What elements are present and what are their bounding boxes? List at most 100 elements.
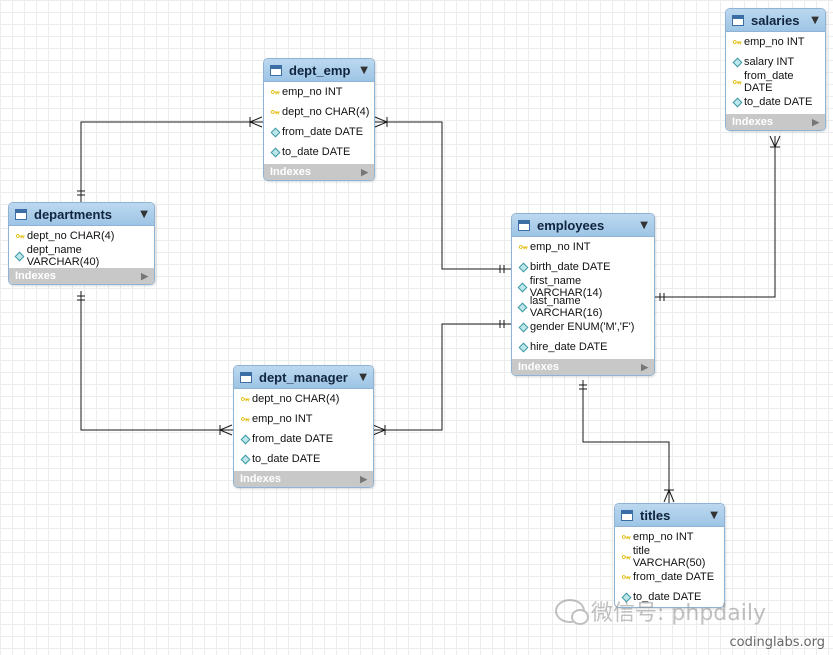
column-label: dept_no CHAR(4)	[252, 393, 340, 405]
indexes-label: Indexes	[270, 166, 311, 178]
key-icon: ⚷	[14, 231, 26, 241]
column-row: ⚷dept_no CHAR(4)	[264, 102, 374, 122]
column-row: to_date DATE	[234, 449, 373, 469]
table-icon	[518, 219, 530, 231]
triangle-right-icon[interactable]: ▶	[812, 116, 819, 127]
indexes-bar[interactable]: Indexes ▶	[9, 268, 154, 284]
triangle-right-icon[interactable]: ▶	[141, 270, 148, 281]
many-marker	[372, 424, 386, 436]
table-dept-manager[interactable]: dept_manager ▼ ⚷dept_no CHAR(4) ⚷emp_no …	[233, 365, 374, 488]
table-header[interactable]: salaries ▼	[726, 9, 825, 32]
triangle-down-icon[interactable]: ▼	[640, 219, 648, 231]
key-icon: ⚷	[239, 414, 251, 424]
edge-departments-dept_emp	[80, 121, 263, 203]
diamond-icon	[732, 57, 742, 67]
table-header[interactable]: dept_manager ▼	[234, 366, 373, 389]
triangle-down-icon[interactable]: ▼	[359, 371, 367, 383]
column-label: emp_no INT	[744, 36, 805, 48]
table-icon	[621, 509, 633, 521]
key-icon: ⚷	[269, 87, 281, 97]
indexes-label: Indexes	[732, 116, 773, 128]
column-row: birth_date DATE	[512, 257, 654, 277]
column-row: ⚷emp_no INT	[264, 82, 374, 102]
column-label: from_date DATE	[633, 571, 715, 583]
column-label: emp_no INT	[282, 86, 343, 98]
indexes-label: Indexes	[15, 270, 56, 282]
key-icon: ⚷	[731, 37, 743, 47]
table-salaries[interactable]: salaries ▼ ⚷emp_no INT salary INT ⚷from_…	[725, 8, 826, 131]
key-icon: ⚷	[619, 552, 632, 562]
table-name: departments	[34, 206, 113, 222]
column-row: ⚷dept_no CHAR(4)	[234, 389, 373, 409]
edge-employees-dept_manager	[372, 323, 511, 431]
table-header[interactable]: titles ▼	[615, 504, 724, 527]
column-label: from_date DATE	[282, 126, 364, 138]
column-label: hire_date DATE	[530, 341, 608, 353]
table-name: dept_manager	[259, 369, 348, 385]
edge-employees-dept_emp	[374, 121, 511, 270]
many-marker	[769, 135, 781, 148]
triangle-down-icon[interactable]: ▼	[710, 509, 718, 521]
watermark: 微信号: phpdaily	[555, 595, 766, 627]
diamond-icon	[517, 302, 528, 312]
key-icon: ⚷	[730, 77, 743, 87]
triangle-right-icon[interactable]: ▶	[641, 361, 648, 372]
column-label: from_date DATE	[743, 70, 794, 94]
key-icon: ⚷	[620, 532, 632, 542]
column-row: salary INT	[726, 52, 825, 72]
table-header[interactable]: dept_emp ▼	[264, 59, 374, 82]
indexes-bar[interactable]: Indexes ▶	[512, 359, 654, 375]
column-label: to_date DATE	[252, 453, 321, 465]
column-label: birth_date DATE	[530, 261, 611, 273]
many-marker	[219, 424, 233, 436]
indexes-bar[interactable]: Indexes ▶	[726, 114, 825, 130]
key-icon: ⚷	[620, 572, 632, 582]
many-marker	[374, 116, 388, 128]
indexes-label: Indexes	[240, 473, 281, 485]
diamond-icon	[240, 434, 250, 444]
column-label: dept_no CHAR(4)	[282, 106, 370, 118]
table-dept-emp[interactable]: dept_emp ▼ ⚷emp_no INT ⚷dept_no CHAR(4) …	[263, 58, 375, 181]
column-label: to_date DATE	[633, 591, 702, 603]
column-label: emp_no INT	[530, 241, 591, 253]
column-label: gender ENUM('M','F')	[530, 321, 635, 333]
table-icon	[15, 208, 27, 220]
diamond-icon	[517, 282, 528, 292]
table-name: salaries	[751, 12, 800, 28]
triangle-down-icon[interactable]: ▼	[360, 64, 368, 76]
column-label: to_date DATE	[744, 96, 813, 108]
table-titles[interactable]: titles ▼ ⚷emp_no INT ⚷title VARCHAR(50) …	[614, 503, 725, 608]
diamond-icon	[732, 97, 742, 107]
column-row: dept_name VARCHAR(40)	[9, 244, 154, 268]
column-row: ⚷emp_no INT	[512, 237, 654, 257]
diamond-icon	[518, 262, 528, 272]
column-row: from_date DATE	[234, 429, 373, 449]
table-header[interactable]: employees ▼	[512, 214, 654, 237]
table-header[interactable]: departments ▼	[9, 203, 154, 226]
many-marker	[249, 116, 263, 128]
column-row: to_date DATE	[264, 142, 374, 162]
column-label: title VARCHAR(50)	[632, 545, 706, 569]
table-departments[interactable]: departments ▼ ⚷dept_no CHAR(4) dept_name…	[8, 202, 155, 285]
indexes-bar[interactable]: Indexes ▶	[234, 471, 373, 487]
column-label: from_date DATE	[252, 433, 334, 445]
indexes-bar[interactable]: Indexes ▶	[264, 164, 374, 180]
column-row: hire_date DATE	[512, 337, 654, 357]
table-icon	[732, 14, 744, 26]
column-label: dept_no CHAR(4)	[27, 230, 115, 242]
indexes-label: Indexes	[518, 361, 559, 373]
table-name: employees	[537, 217, 605, 233]
triangle-down-icon[interactable]: ▼	[140, 208, 148, 220]
triangle-down-icon[interactable]: ▼	[811, 14, 819, 26]
edge-departments-dept_manager	[80, 291, 233, 431]
table-employees[interactable]: employees ▼ ⚷emp_no INT birth_date DATE …	[511, 213, 655, 376]
triangle-right-icon[interactable]: ▶	[360, 473, 367, 484]
watermark-text: 微信号: phpdaily	[591, 601, 766, 626]
column-row: ⚷from_date DATE	[726, 70, 825, 94]
column-row: ⚷title VARCHAR(50)	[615, 545, 724, 569]
key-icon: ⚷	[517, 242, 529, 252]
key-icon: ⚷	[269, 107, 281, 117]
diamond-icon	[270, 127, 280, 137]
column-label: emp_no INT	[633, 531, 694, 543]
triangle-right-icon[interactable]: ▶	[361, 166, 368, 177]
